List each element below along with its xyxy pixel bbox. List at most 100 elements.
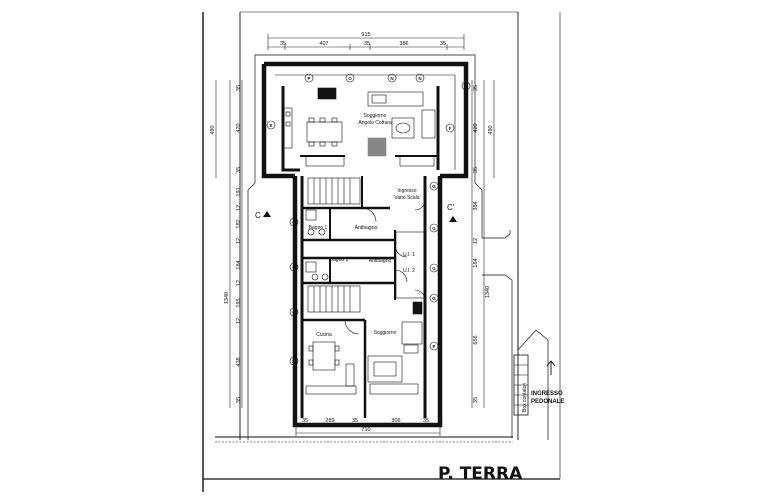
label-antibagno2: Antibagno: [369, 258, 392, 264]
section-mark-c: C: [255, 211, 261, 220]
lot-boundary: [215, 54, 549, 443]
svg-text:N: N: [390, 76, 393, 81]
dim-top-total: 915: [361, 32, 370, 38]
stairs-lower: [307, 285, 361, 313]
marker-inner-g2: G: [289, 307, 299, 317]
dim-right-seg-2: 420: [473, 123, 479, 132]
room-labels: Soggiorno Angolo Cottura Ingresso Vano S…: [309, 113, 420, 338]
marker-top-n1: N: [387, 73, 397, 83]
svg-text:G: G: [292, 265, 296, 270]
building-walls: [261, 61, 469, 428]
dim-right-seg-5: 12: [473, 238, 479, 244]
dim-left-seg-3: 35: [236, 167, 242, 173]
top-dimensions: 915 35 407 35 386 35: [267, 32, 465, 50]
marker-right-g2: G: [429, 223, 439, 233]
label-living-bottom: Soggiorno: [374, 330, 397, 336]
svg-text:P: P: [307, 76, 310, 81]
right-dimensions: 35 420 35 384 12 184 656 35 1340 490: [471, 80, 495, 408]
label-unit1: U.I. 1: [403, 252, 415, 258]
dim-right-seg-6: 184: [473, 258, 479, 267]
dim-left-total: 1340: [224, 292, 230, 304]
dim-left-seg-6: 182: [236, 219, 242, 228]
section-mark-c-prime: C': [447, 203, 455, 212]
dim-bottom-seg-2: 289: [325, 418, 334, 424]
svg-text:E: E: [464, 84, 467, 89]
meter-box-label: Box contatori: [522, 383, 528, 412]
marker-right-g1: G: [429, 181, 439, 191]
dim-left-seg-1: 35: [236, 85, 242, 91]
entrance-area: Box contatori INGRESSO PEDONALE: [513, 354, 564, 416]
markers: P O N N E G G M F G G G P E G G: [266, 73, 471, 366]
dim-left-seg-7: 12: [236, 238, 242, 244]
furniture: [283, 87, 436, 395]
label-bath1: Bagno 1: [309, 225, 328, 231]
marker-left-g2: G: [289, 262, 299, 272]
marker-right-p: P: [429, 341, 439, 351]
left-dimensions: 490 1340 35 420 35 191 12 182 12 184 12 …: [210, 80, 243, 408]
dim-right-seg-3: 35: [473, 167, 479, 173]
dim-left-seg-12: 438: [236, 357, 242, 366]
marker-top-o: O: [345, 73, 355, 83]
dim-right-seg-1: 35: [473, 85, 479, 91]
dim-left-seg-5: 12: [236, 205, 242, 211]
svg-text:G: G: [432, 266, 436, 271]
entrance-label-1: INGRESSO: [531, 391, 563, 397]
dim-top-seg-4: 386: [399, 41, 408, 47]
dim-right-total: 1340: [485, 286, 491, 298]
dim-left-seg-11: 12: [236, 318, 242, 324]
label-kitchen: Cucina: [316, 332, 332, 338]
marker-left-e: E: [266, 120, 276, 130]
marker-inner-e: E: [461, 81, 471, 91]
stairs-upper: [307, 177, 361, 205]
svg-text:N: N: [418, 76, 421, 81]
marker-top-p: P: [304, 73, 314, 83]
svg-text:G: G: [292, 220, 296, 225]
dim-right-seg-4: 384: [473, 201, 479, 210]
section-arrow-c-icon: [263, 211, 271, 217]
svg-text:G: G: [432, 184, 436, 189]
dim-bottom-seg-1: 35: [302, 418, 308, 424]
dim-left-seg-8: 184: [236, 260, 242, 269]
dim-bottom-seg-4: 306: [391, 418, 400, 424]
label-entrance-1: Ingresso: [397, 188, 416, 194]
dim-left-seg-2: 420: [236, 123, 242, 132]
dim-bottom-seg-5: 35: [423, 418, 429, 424]
dim-left-seg-10: 195: [236, 298, 242, 307]
marker-left-g1: G: [289, 217, 299, 227]
dim-bottom-seg-3: 35: [352, 418, 358, 424]
svg-text:G: G: [432, 296, 436, 301]
svg-text:F: F: [449, 126, 452, 131]
drawing-title: P. TERRA: [438, 464, 523, 484]
dim-right-outer: 490: [488, 125, 494, 134]
svg-text:O: O: [348, 76, 352, 81]
dim-left-seg-13: 35: [236, 397, 242, 403]
svg-text:G: G: [432, 226, 436, 231]
dim-top-seg-5: 35: [440, 41, 446, 47]
section-arrow-cprime-icon: [449, 216, 457, 222]
dim-bottom-total: 710: [361, 427, 370, 433]
label-bath2: Bagno 1: [330, 257, 349, 263]
dim-top-seg-3: 35: [364, 41, 370, 47]
dim-top-seg-1: 35: [280, 41, 286, 47]
bottom-dimensions: 35 289 35 306 35 710: [295, 418, 441, 436]
dim-left-seg-4: 191: [236, 187, 242, 196]
svg-text:M: M: [292, 359, 296, 364]
dim-right-seg-7: 656: [473, 335, 479, 344]
label-living-top-1: Soggiorno: [364, 113, 387, 119]
marker-top-n2: N: [415, 73, 425, 83]
dim-right-seg-8: 35: [473, 397, 479, 403]
dim-left-seg-9: 12: [236, 280, 242, 286]
marker-right-f: F: [445, 123, 455, 133]
svg-text:P: P: [432, 344, 435, 349]
label-unit2: U.I. 2: [403, 268, 415, 274]
label-antibagno1: Antibagno: [355, 225, 378, 231]
section-marks: C C': [255, 203, 457, 222]
sheet-border: [202, 11, 561, 492]
svg-text:G: G: [292, 310, 296, 315]
marker-left-m: M: [289, 356, 299, 366]
dim-top-seg-2: 407: [319, 41, 328, 47]
label-living-top-2: Angolo Cottura: [358, 120, 392, 126]
dim-left-outer: 490: [210, 125, 216, 134]
